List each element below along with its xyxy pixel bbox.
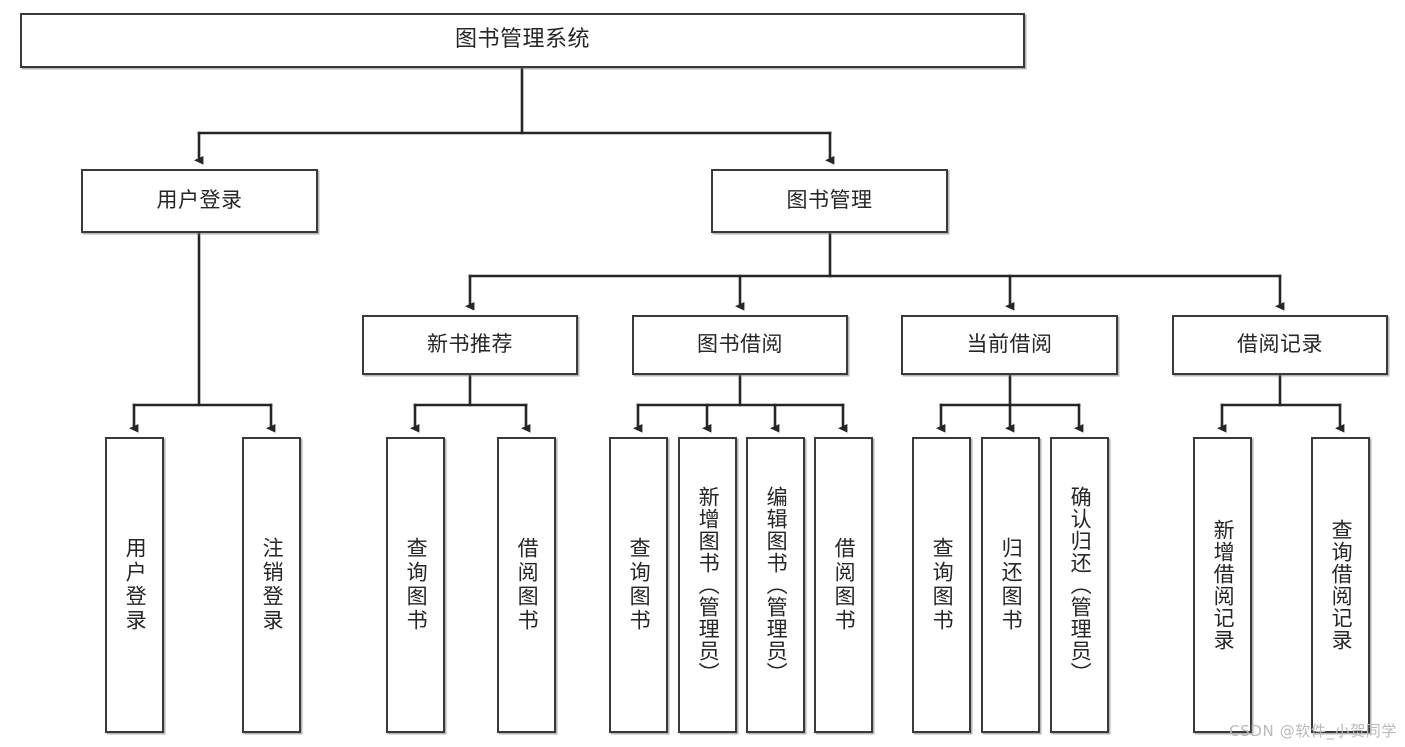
node-label: 编辑图书（管理员）	[764, 486, 789, 684]
node-label: 新书推荐	[427, 332, 513, 357]
node-label: 查询图书	[627, 537, 652, 633]
node-label: 注销登录	[260, 537, 285, 633]
node-label: 当前借阅	[966, 332, 1053, 357]
node-book-borrow[interactable]: 图书借阅	[632, 315, 848, 375]
leaf-borrow-borrow-book[interactable]: 借阅图书	[814, 437, 873, 733]
node-label: 图书管理	[786, 188, 873, 213]
node-label: 新增借阅记录	[1211, 519, 1236, 651]
node-label: 借阅图书	[515, 537, 540, 633]
node-current-borrow[interactable]: 当前借阅	[901, 315, 1118, 375]
node-new-book-recommend[interactable]: 新书推荐	[362, 315, 578, 375]
node-user-login[interactable]: 用户登录	[81, 169, 318, 233]
watermark: CSDN @软件_小贺同学	[1229, 722, 1397, 740]
leaf-borrow-add-book-admin[interactable]: 新增图书（管理员）	[678, 437, 737, 733]
node-label: 查询借阅记录	[1329, 519, 1354, 651]
node-borrow-record[interactable]: 借阅记录	[1172, 315, 1388, 375]
leaf-recommend-query-book[interactable]: 查询图书	[386, 437, 445, 733]
node-label: 图书管理系统	[454, 27, 590, 53]
node-label: 用户登录	[123, 537, 148, 633]
leaf-current-confirm-return-admin[interactable]: 确认归还（管理员）	[1050, 437, 1109, 733]
leaf-recommend-borrow-book[interactable]: 借阅图书	[497, 437, 556, 733]
leaf-borrow-query-book[interactable]: 查询图书	[609, 437, 668, 733]
node-label: 归还图书	[999, 537, 1024, 633]
node-label: 用户登录	[156, 188, 243, 213]
node-book-management[interactable]: 图书管理	[711, 169, 948, 233]
node-label: 查询图书	[930, 537, 955, 633]
node-label: 借阅图书	[832, 537, 857, 633]
leaf-current-query-book[interactable]: 查询图书	[912, 437, 971, 733]
leaf-user-login[interactable]: 用户登录	[105, 437, 164, 733]
leaf-borrow-edit-book-admin[interactable]: 编辑图书（管理员）	[746, 437, 805, 733]
leaf-current-return-book[interactable]: 归还图书	[981, 437, 1040, 733]
node-label: 借阅记录	[1237, 332, 1323, 357]
node-label: 查询图书	[404, 537, 429, 633]
leaf-logout[interactable]: 注销登录	[242, 437, 301, 733]
node-root-library-system[interactable]: 图书管理系统	[20, 13, 1025, 68]
node-label: 图书借阅	[697, 332, 783, 357]
leaf-record-query[interactable]: 查询借阅记录	[1311, 437, 1370, 733]
node-label: 确认归还（管理员）	[1068, 486, 1093, 684]
node-label: 新增图书（管理员）	[696, 486, 721, 684]
leaf-record-add[interactable]: 新增借阅记录	[1193, 437, 1252, 733]
